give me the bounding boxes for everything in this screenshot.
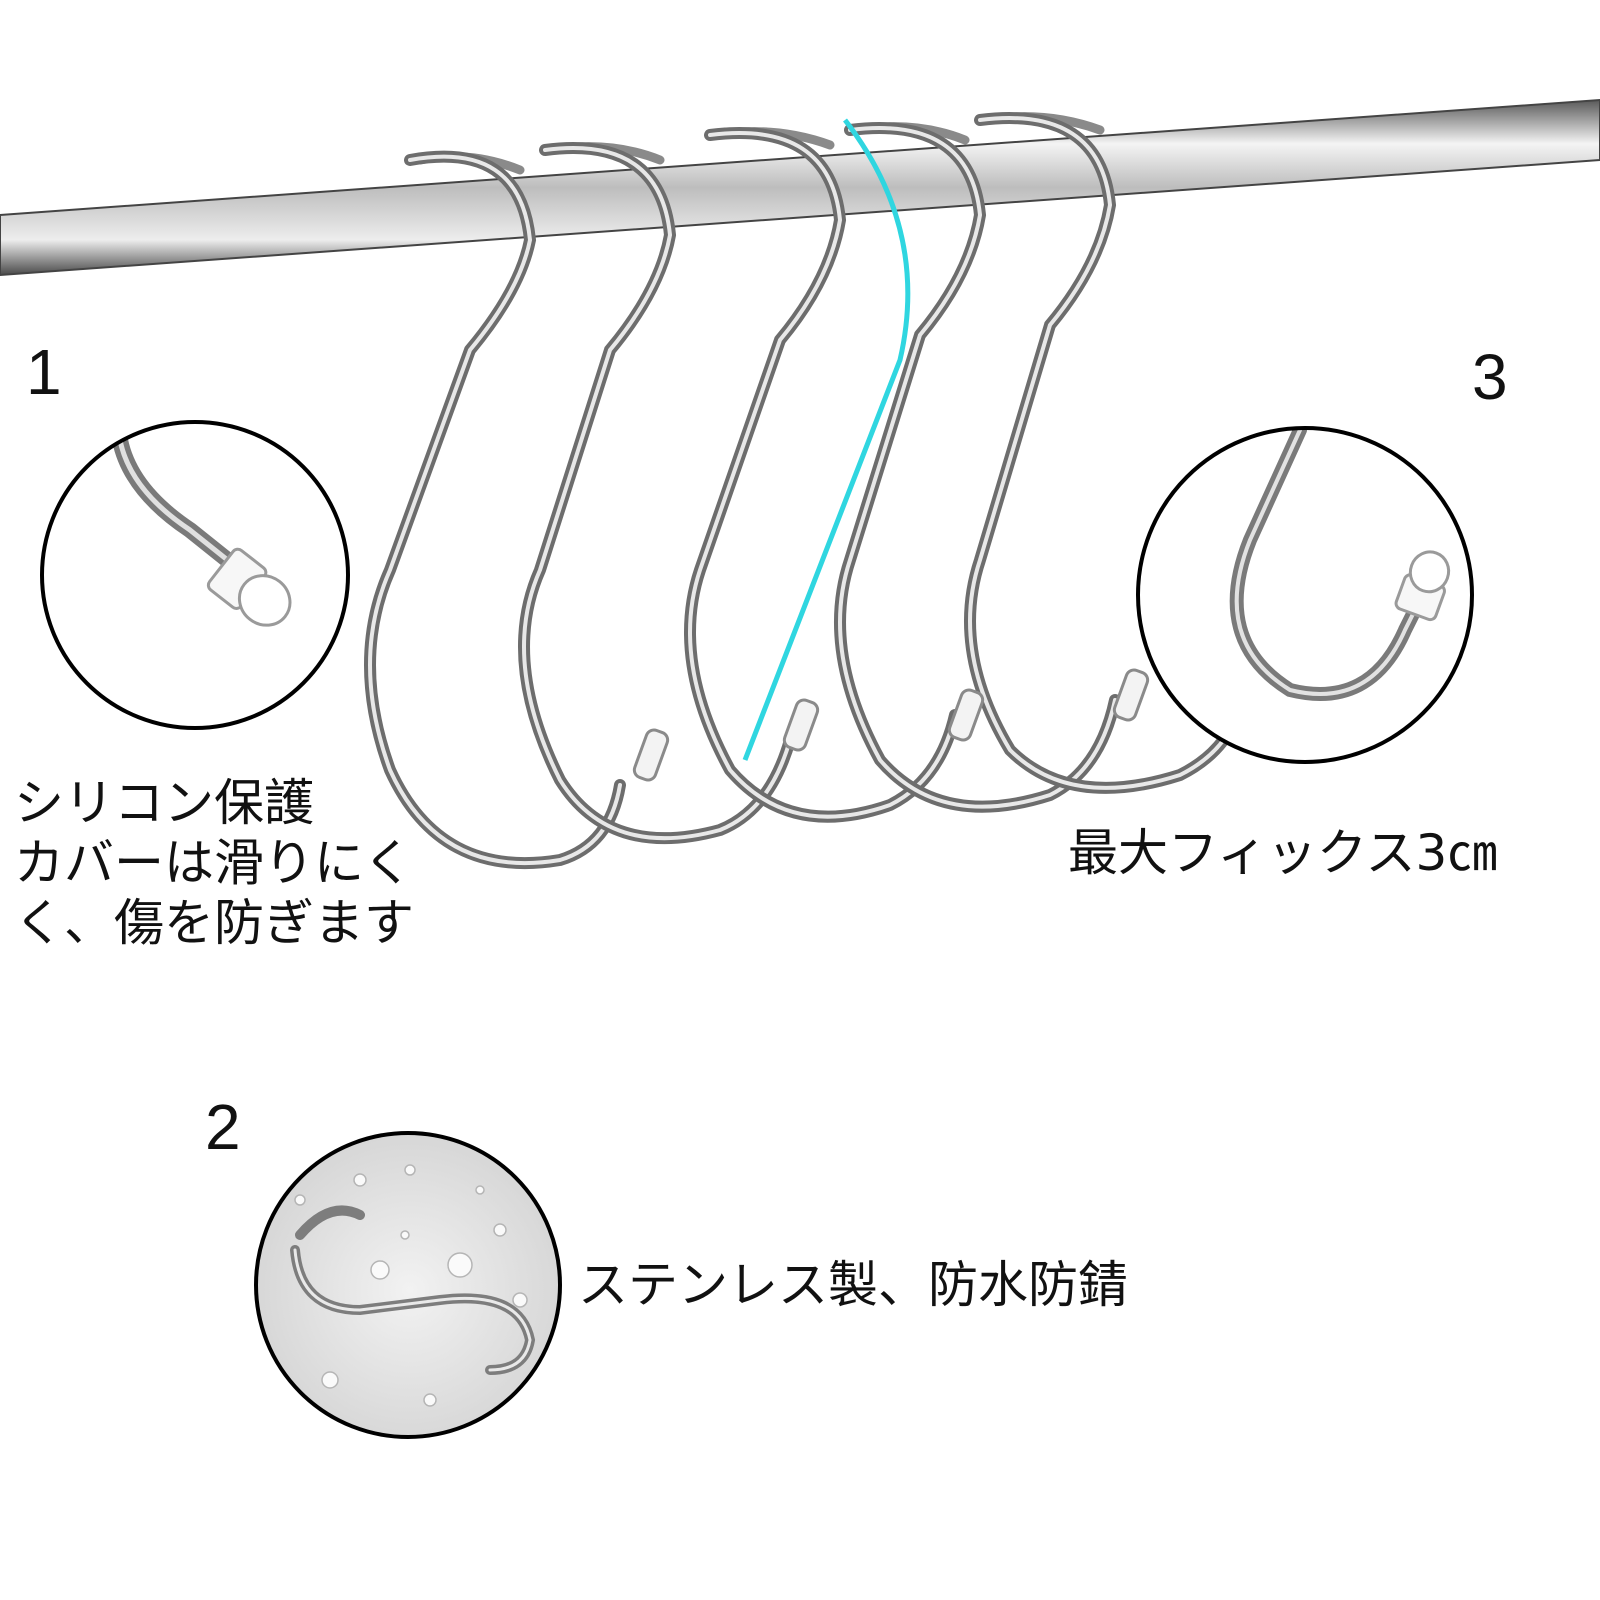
caption-line-1: シリコン保護 (14, 774, 314, 832)
callout-number-1: 1 (26, 336, 62, 408)
s-hook-2 (518, 142, 796, 845)
s-hook-1 (364, 150, 626, 869)
caption-line-3: く、傷を防ぎます (14, 894, 414, 952)
caption-max-fix: 最大フィックス3㎝ (1068, 824, 1498, 882)
accent-measure-line (742, 118, 911, 761)
s-hook-4 (834, 122, 1121, 813)
callout-number-3: 3 (1472, 341, 1508, 413)
callout-number-2: 2 (205, 1091, 241, 1163)
s-hooks (364, 112, 1241, 869)
caption-silicone-cover: シリコン保護 カバーは滑りにく く、傷を防ぎます (14, 773, 414, 953)
s-hook-5 (964, 112, 1241, 794)
silicone-caps (632, 668, 1150, 782)
detail-circle-3 (1136, 426, 1474, 764)
caption-stainless-waterproof: ステンレス製、防水防錆 (578, 1256, 1128, 1314)
detail-circle-2 (254, 1131, 562, 1439)
detail-circle-1 (40, 420, 350, 730)
s-hook-3 (684, 127, 961, 823)
hanging-rail (0, 98, 1600, 277)
caption-line-2: カバーは滑りにく (14, 834, 413, 892)
